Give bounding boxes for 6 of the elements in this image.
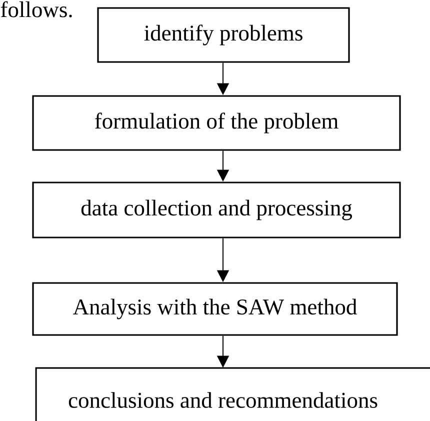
process-box: conclusions and recommendations (35, 367, 430, 421)
process-box: data collection and processing (32, 182, 401, 238)
process-box: Analysis with the SAW method (32, 282, 398, 336)
process-box: formulation of the problem (32, 95, 401, 151)
process-box: identify problems (97, 7, 350, 63)
body-text: follows. (0, 1, 72, 18)
